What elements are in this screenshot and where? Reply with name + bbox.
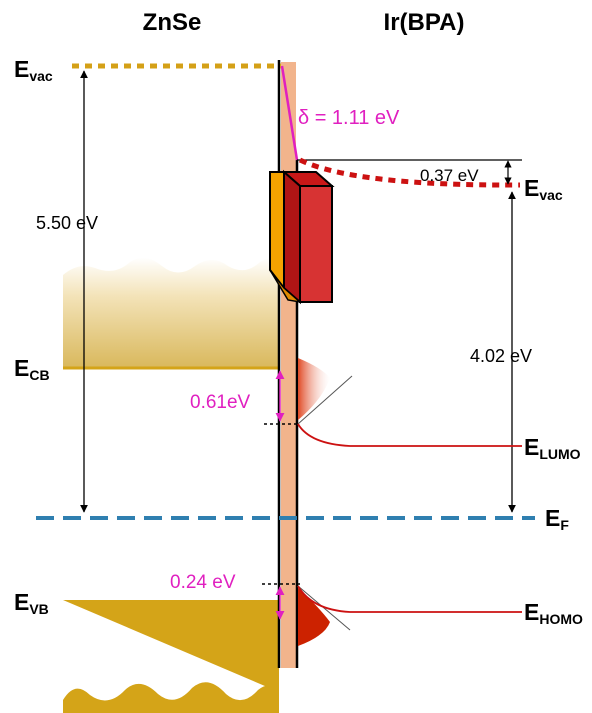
delta-value: δ = 1.11 eV bbox=[298, 107, 400, 129]
znse-valence-band bbox=[63, 600, 279, 713]
homo-level-curve bbox=[297, 585, 522, 613]
evb-label: EVB bbox=[14, 589, 49, 617]
homo-offset-value: 0.24 eV bbox=[170, 572, 236, 593]
znse-header: ZnSe bbox=[143, 9, 202, 36]
elumo-label: ELUMO bbox=[524, 434, 581, 462]
lumo-offset-value: 0.61eV bbox=[190, 392, 251, 413]
dipole-drop-line bbox=[280, 65, 299, 161]
irbpa-header: Ir(BPA) bbox=[384, 9, 465, 36]
dipole-shift-value: 0.37 eV bbox=[420, 166, 479, 185]
ecb-label: ECB bbox=[14, 355, 50, 383]
lumo-level-curve bbox=[297, 423, 522, 447]
znse-work-function-value: 5.50 eV bbox=[36, 213, 98, 233]
ehomo-label: EHOMO bbox=[524, 599, 583, 627]
irbpa-work-function-value: 4.02 eV bbox=[470, 346, 532, 366]
znse-conduction-band bbox=[63, 257, 279, 368]
interface-layer bbox=[281, 62, 296, 668]
ef-label: EF bbox=[545, 505, 569, 533]
molecule-cube-icon bbox=[269, 169, 335, 305]
homo-density-shape bbox=[298, 588, 330, 646]
evac-right-label: Evac bbox=[524, 175, 563, 203]
evac-left-label: Evac bbox=[14, 56, 53, 84]
lumo-density-tangent bbox=[297, 375, 353, 425]
irbpa-vacuum-level bbox=[298, 157, 521, 188]
lumo-density-shape bbox=[298, 358, 330, 420]
